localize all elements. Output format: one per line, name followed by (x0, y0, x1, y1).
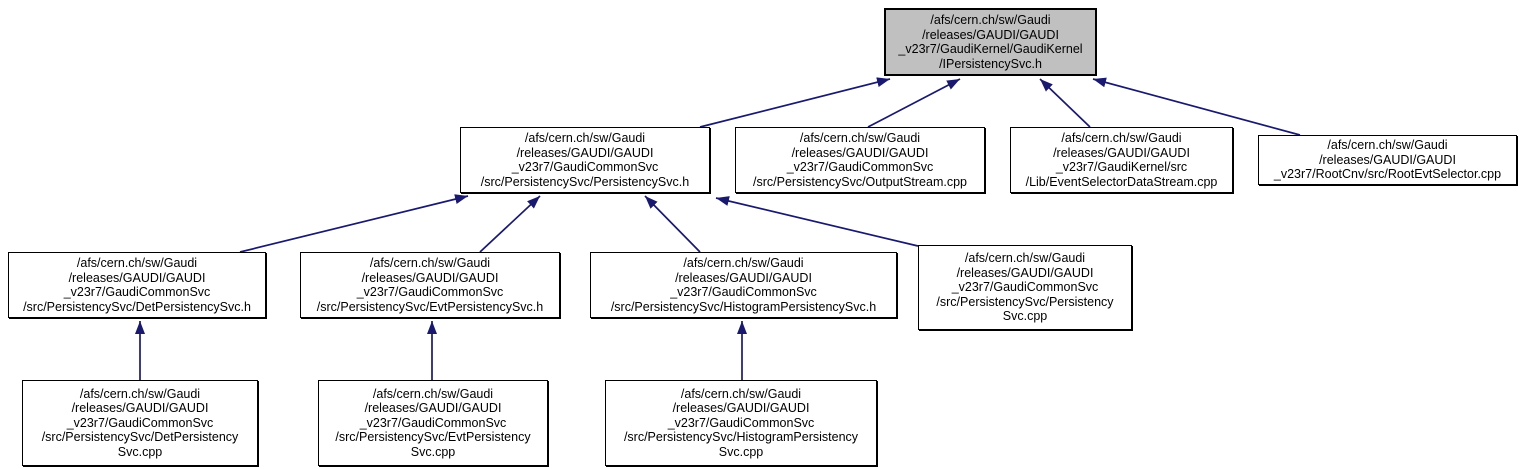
node-line: _v23r7/GaudiCommonSvc (511, 160, 659, 174)
node-line: /releases/GAUDI/GAUDI (791, 145, 929, 160)
node-line: Svc.cpp (718, 444, 764, 459)
edge-histogrampersistencysvc-h-to-persistencysvc-h (644, 195, 701, 253)
node-line: /releases/GAUDI/GAUDI (672, 401, 810, 416)
node-line: /releases/GAUDI/GAUDI (71, 401, 209, 416)
graph-node-detpersistencysvc-cpp[interactable]: /afs/cern.ch/sw/Gaudi/releases/GAUDI/GAU… (22, 380, 258, 466)
node-line: _v23r7/GaudiKernel/src (1055, 160, 1188, 174)
node-line: _v23r7/GaudiCommonSvc (670, 285, 817, 299)
node-line: /afs/cern.ch/sw/Gaudi (79, 386, 201, 401)
node-line: _v23r7/GaudiCommonSvc (951, 280, 1099, 295)
node-line: /src/PersistencySvc/OutputStream.cpp (753, 174, 967, 189)
node-line: /releases/GAUDI/GAUDI (956, 265, 1094, 280)
graph-node-detpersistencysvc-h[interactable]: /afs/cern.ch/sw/Gaudi/releases/GAUDI/GAU… (8, 252, 266, 318)
node-line: /releases/GAUDI/GAUDI (1053, 145, 1190, 160)
node-line: Svc.cpp (1002, 309, 1048, 324)
node-line: /src/PersistencySvc/EvtPersistency (335, 430, 531, 445)
node-line: /releases/GAUDI/GAUDI (675, 270, 812, 285)
edge-eventselectordatastream-cpp-to-ipersistencysvc-h (1039, 78, 1091, 128)
node-line: /releases/GAUDI/GAUDI (361, 270, 499, 285)
edge-evtpersistencysvc-h-to-persistencysvc-h (479, 195, 541, 253)
node-line: /releases/GAUDI/GAUDI (516, 145, 654, 160)
node-line: /afs/cern.ch/sw/Gaudi (372, 386, 494, 401)
node-line: /afs/cern.ch/sw/Gaudi (680, 386, 802, 401)
node-line: /afs/cern.ch/sw/Gaudi (1327, 138, 1448, 153)
node-line: /afs/cern.ch/sw/Gaudi (930, 13, 1051, 27)
graph-node-eventselectordatastream-cpp[interactable]: /afs/cern.ch/sw/Gaudi/releases/GAUDI/GAU… (1010, 127, 1233, 193)
node-line: /releases/GAUDI/GAUDI (68, 270, 206, 285)
graph-node-ipersistencysvc-h[interactable]: /afs/cern.ch/sw/Gaudi/releases/GAUDI/GAU… (884, 8, 1097, 76)
graph-node-persistencysvc-h[interactable]: /afs/cern.ch/sw/Gaudi/releases/GAUDI/GAU… (460, 127, 710, 193)
node-line: /afs/cern.ch/sw/Gaudi (964, 251, 1086, 266)
node-line: /afs/cern.ch/sw/Gaudi (799, 131, 921, 145)
node-line: _v23r7/GaudiKernel/GaudiKernel (898, 42, 1083, 56)
edge-persistencysvc-cpp-to-persistencysvc-h (715, 196, 919, 247)
node-line: /src/PersistencySvc/EvtPersistencySvc.h (316, 299, 544, 314)
edge-persistencysvc-h-to-ipersistencysvc-h (699, 77, 891, 128)
node-line: _v23r7/GaudiCommonSvc (66, 415, 214, 430)
graph-node-persistencysvc-cpp[interactable]: /afs/cern.ch/sw/Gaudi/releases/GAUDI/GAU… (918, 245, 1132, 330)
edge-detpersistencysvc-h-to-persistencysvc-h (239, 194, 469, 253)
edge-outputstream-cpp-to-ipersistencysvc-h (867, 78, 961, 128)
node-line: _v23r7/GaudiCommonSvc (667, 415, 815, 430)
graph-node-histogrampersistencysvc-cpp[interactable]: /afs/cern.ch/sw/Gaudi/releases/GAUDI/GAU… (605, 380, 877, 466)
edge-rootevtselector-cpp-to-ipersistencysvc-h (1092, 77, 1301, 136)
node-line: _v23r7/GaudiCommonSvc (786, 160, 934, 174)
node-line: /afs/cern.ch/sw/Gaudi (683, 256, 804, 270)
node-line: /Lib/EventSelectorDataStream.cpp (1025, 174, 1218, 189)
node-line: /releases/GAUDI/GAUDI (364, 401, 502, 416)
graph-node-outputstream-cpp[interactable]: /afs/cern.ch/sw/Gaudi/releases/GAUDI/GAU… (735, 127, 985, 193)
node-line: /afs/cern.ch/sw/Gaudi (369, 256, 491, 270)
graph-node-histogrampersistencysvc-h[interactable]: /afs/cern.ch/sw/Gaudi/releases/GAUDI/GAU… (590, 252, 897, 318)
node-line: /src/PersistencySvc/Persistency (936, 294, 1114, 309)
node-line: /afs/cern.ch/sw/Gaudi (76, 256, 198, 270)
node-line: /afs/cern.ch/sw/Gaudi (1061, 131, 1182, 145)
node-line: /src/PersistencySvc/HistogramPersistency (623, 430, 859, 445)
node-line: /src/PersistencySvc/PersistencySvc.h (480, 174, 690, 189)
node-line: _v23r7/GaudiCommonSvc (356, 285, 504, 299)
node-line: _v23r7/GaudiCommonSvc (63, 285, 211, 299)
node-line: /afs/cern.ch/sw/Gaudi (524, 131, 646, 145)
node-line: /src/PersistencySvc/HistogramPersistency… (610, 299, 877, 314)
graph-node-rootevtselector-cpp[interactable]: /afs/cern.ch/sw/Gaudi/releases/GAUDI/GAU… (1258, 135, 1517, 185)
node-line: /releases/GAUDI/GAUDI (1319, 152, 1456, 167)
node-line: _v23r7/RootCnv/src/RootEvtSelector.cpp (1273, 167, 1502, 182)
graph-node-evtpersistencysvc-h[interactable]: /afs/cern.ch/sw/Gaudi/releases/GAUDI/GAU… (300, 252, 560, 318)
node-line: Svc.cpp (117, 444, 163, 459)
node-line: Svc.cpp (410, 444, 456, 459)
graph-node-evtpersistencysvc-cpp[interactable]: /afs/cern.ch/sw/Gaudi/releases/GAUDI/GAU… (318, 380, 548, 466)
node-line: /src/PersistencySvc/DetPersistency (41, 430, 239, 445)
node-line: /releases/GAUDI/GAUDI (922, 27, 1059, 42)
node-line: /src/PersistencySvc/DetPersistencySvc.h (23, 299, 251, 314)
node-line: _v23r7/GaudiCommonSvc (359, 415, 507, 430)
node-line: /IPersistencySvc.h (939, 56, 1042, 71)
